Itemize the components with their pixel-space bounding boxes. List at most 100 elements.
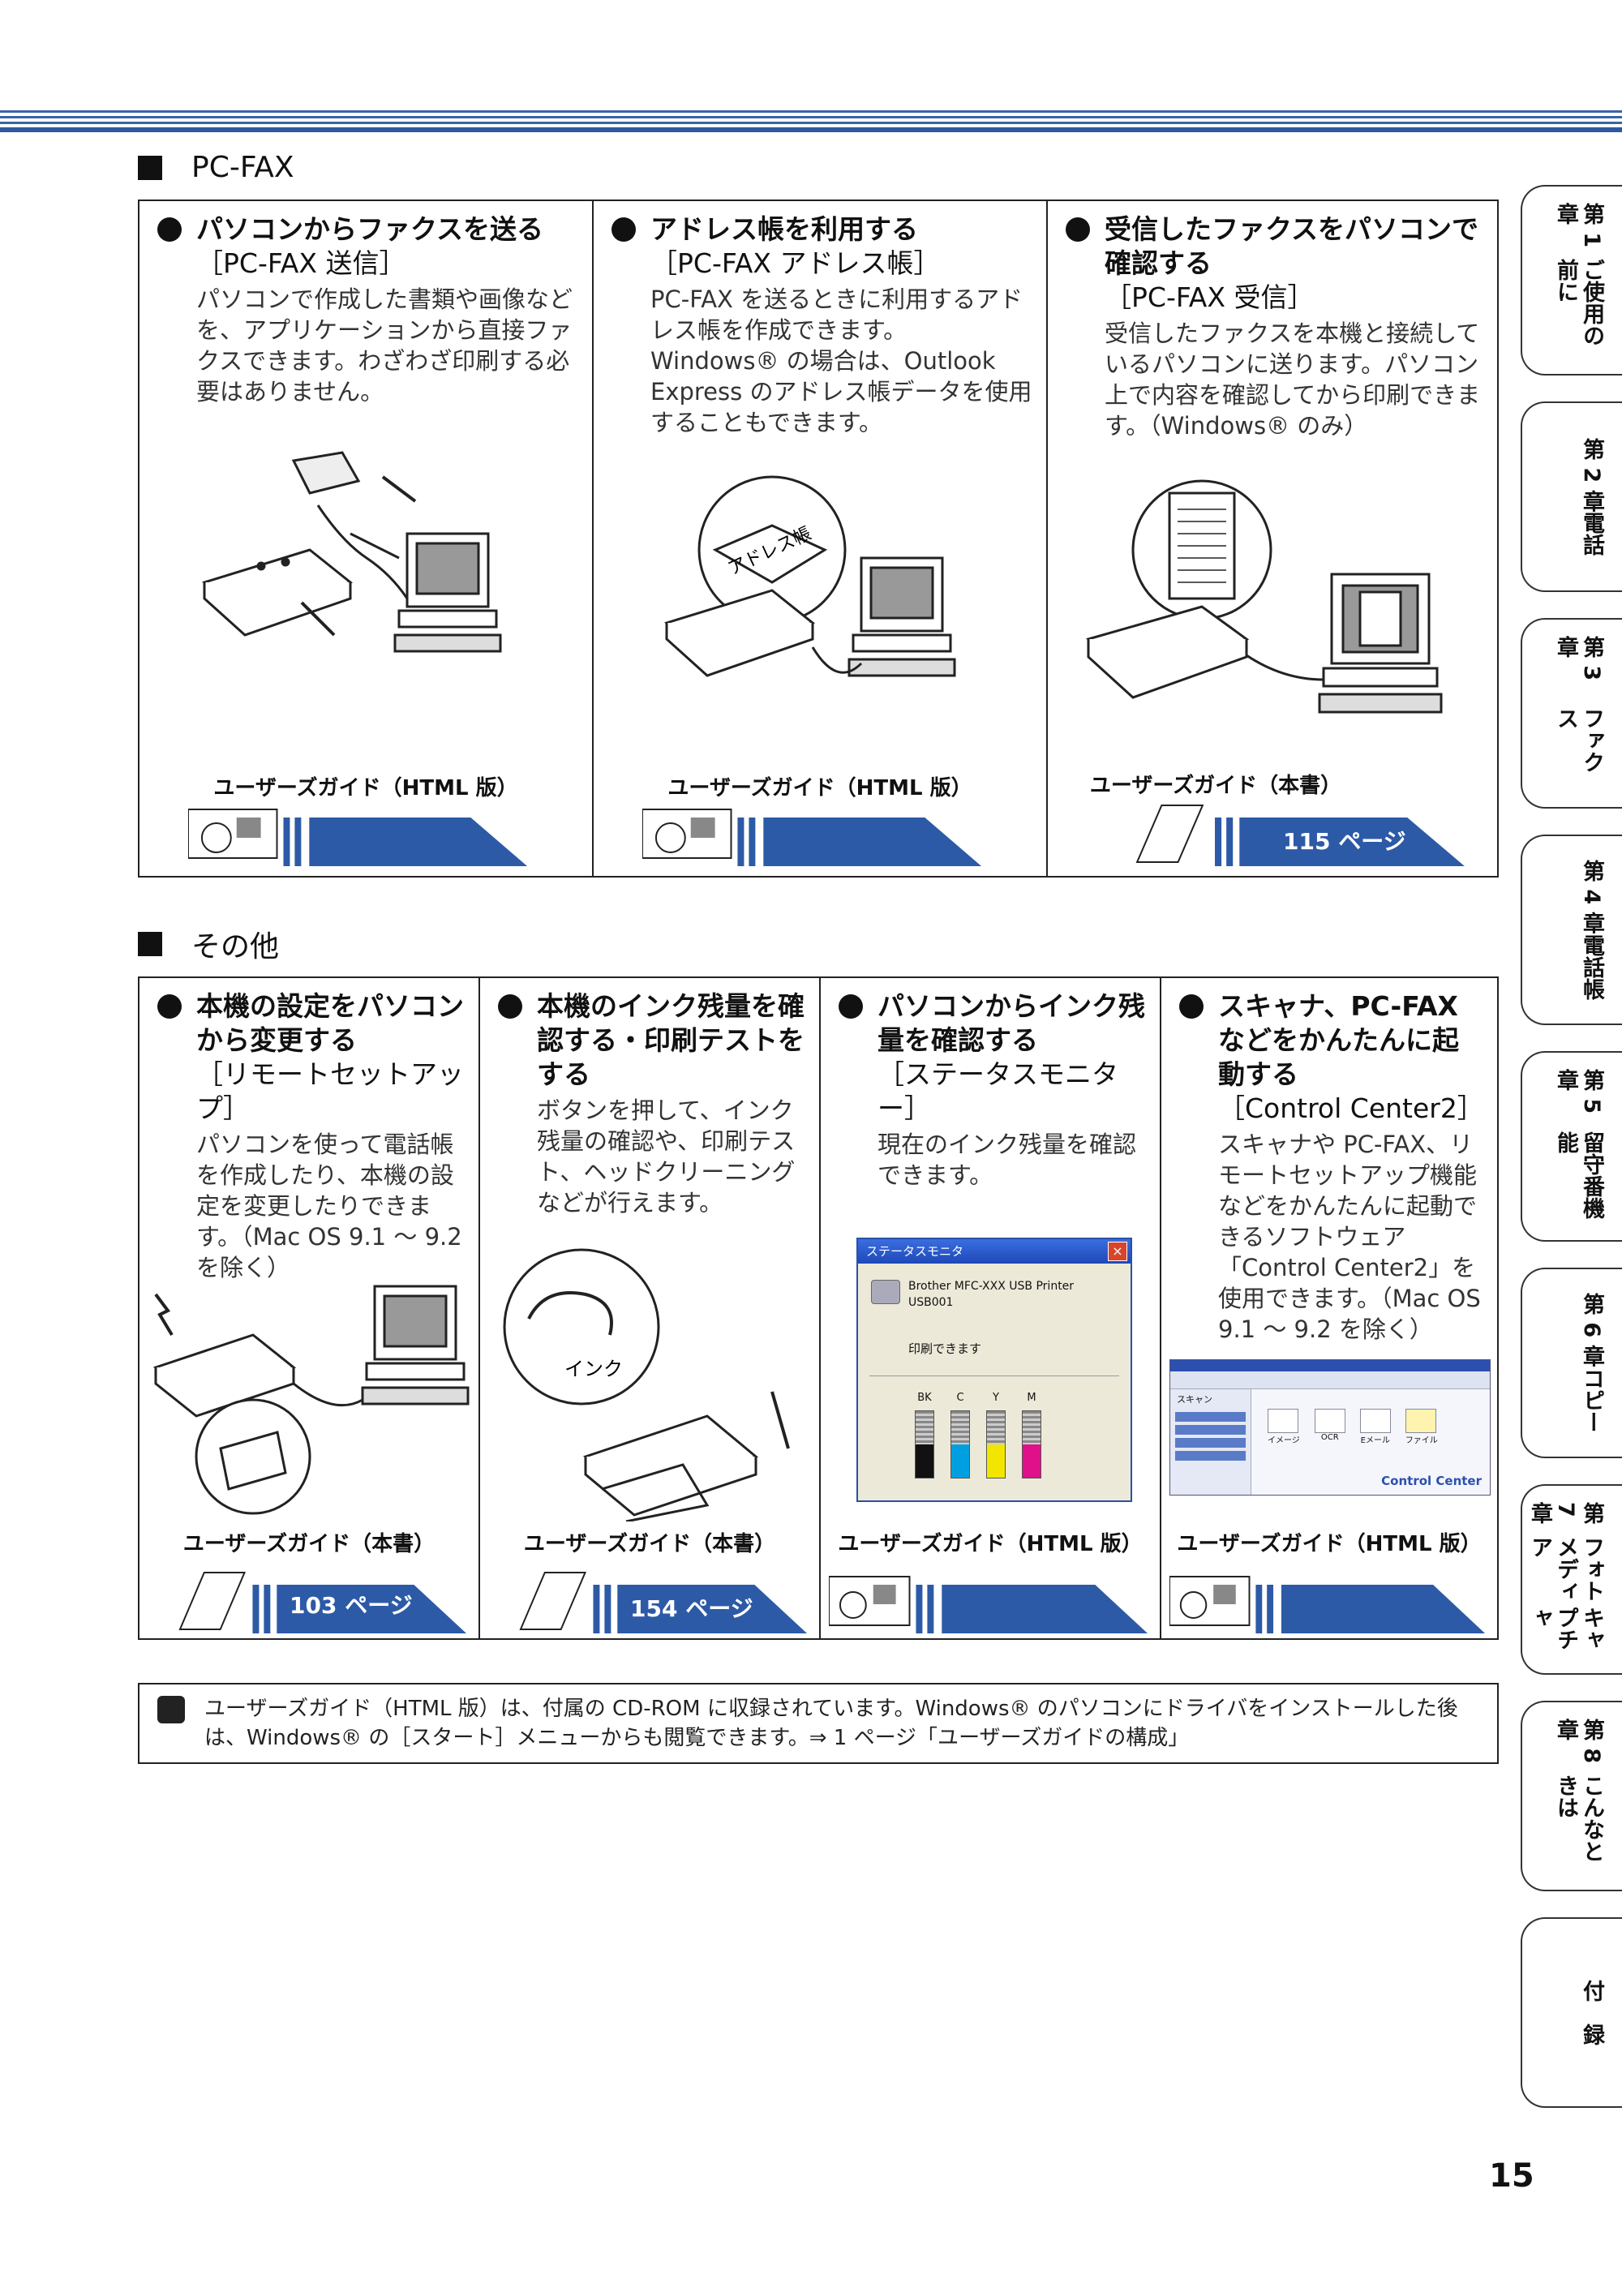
chapter-tab-label: 第 6 章コピー <box>1578 1285 1604 1440</box>
chapter-tab-text: 第 1 章 <box>1553 203 1604 248</box>
printer-port: USB001 <box>908 1296 954 1309</box>
feature-subtitle: ［リモートセットアップ］ <box>196 1058 464 1124</box>
scan-ocr-button[interactable]: OCR <box>1314 1409 1345 1445</box>
page-number: 15 <box>1489 2157 1534 2195</box>
chapter-tab-label: 第 3 章ファクス <box>1552 636 1604 791</box>
printer-status: 印刷できます <box>908 1341 982 1356</box>
guide-label: ユーザーズガイド（本書） <box>182 1532 436 1556</box>
folder-icon <box>1405 1409 1436 1433</box>
menu-item[interactable] <box>1175 1438 1246 1448</box>
section-title-text: PC-FAX <box>191 151 294 184</box>
section-title-text: その他 <box>191 930 280 963</box>
section-title-other: その他 <box>138 923 279 965</box>
feature-control-center: スキャナ、PC-FAX などをかんたんに起動する ［Control Center… <box>1161 978 1497 1638</box>
bullet-icon <box>839 994 863 1019</box>
guide-arrow <box>828 1569 1152 1633</box>
guide-arrow <box>642 801 998 866</box>
bullet-icon <box>1066 217 1090 242</box>
page-reference: 103 ページ <box>290 1592 413 1619</box>
chapter-tab-7[interactable]: 第 7 章フォトメディアキャプチャ <box>1521 1484 1622 1675</box>
feature-remote-setup: 本機の設定をパソコンから変更する ［リモートセットアップ］ パソコンを使って電話… <box>139 978 480 1638</box>
feature-pcfax-send: パソコンからファクスを送る ［PC-FAX 送信］ パソコンで作成した書類や画像… <box>139 201 594 876</box>
chapter-tab-label: 第 4 章電話帳 <box>1578 852 1604 1007</box>
feature-heading: パソコンからインク残量を確認する ［ステータスモニター］ 現在のインク残量を確認… <box>839 989 1147 1191</box>
feature-heading: パソコンからファクスを送る ［PC-FAX 送信］ パソコンで作成した書類や画像… <box>157 212 579 407</box>
guide-label: ユーザーズガイド（本書） <box>1089 774 1342 798</box>
guide-label: ユーザーズガイド（本書） <box>523 1532 776 1556</box>
ink-tube <box>1022 1410 1041 1478</box>
chapter-tab-2[interactable]: 第 2 章電話 <box>1521 401 1622 592</box>
chapter-tab-text: こんなときは <box>1553 1774 1604 1862</box>
guide-arrow <box>513 1569 811 1633</box>
feature-description: パソコンで作成した書類や画像などを、アプリケーションから直接ファクスできます。わ… <box>196 285 573 406</box>
feature-description: 受信したファクスを本機と接続しているパソコンに送ります。パソコン上で内容を確認し… <box>1105 320 1481 440</box>
page-reference: 115 ページ <box>1283 828 1406 855</box>
feature-heading: 受信したファクスをパソコンで確認する ［PC-FAX 受信］ 受信したファクスを… <box>1066 212 1484 441</box>
menu-item[interactable] <box>1175 1425 1246 1435</box>
guide-arrow <box>187 801 543 866</box>
feature-title: 受信したファクスをパソコンで確認する <box>1105 213 1479 279</box>
header-rule <box>0 110 1622 135</box>
scan-image-button[interactable]: イメージ <box>1268 1409 1300 1445</box>
ink-gauge: M <box>1022 1392 1041 1478</box>
chapter-tab-label: 付 録 <box>1578 1935 1604 2090</box>
menu-item[interactable] <box>1175 1451 1246 1461</box>
window-divider <box>869 1375 1119 1376</box>
ink-level-fill <box>951 1444 969 1478</box>
chapter-tab-text: 第 4 章 <box>1579 860 1604 934</box>
chapter-tab-text: キャプチャ <box>1527 1606 1604 1650</box>
bullet-icon <box>157 217 182 242</box>
pencil-icon <box>157 1696 185 1723</box>
scan-file-button[interactable]: ファイル <box>1405 1409 1438 1445</box>
pcfax-panel: パソコンからファクスを送る ［PC-FAX 送信］ パソコンで作成した書類や画像… <box>138 200 1499 878</box>
chapter-tab-text: フォトメディア <box>1527 1536 1604 1603</box>
other-panel: 本機の設定をパソコンから変更する ［リモートセットアップ］ パソコンを使って電話… <box>138 976 1499 1640</box>
chapter-tab-text: 留守番機能 <box>1553 1131 1604 1220</box>
feature-subtitle: ［PC-FAX 受信］ <box>1105 281 1315 313</box>
page-reference: 154 ページ <box>630 1595 753 1622</box>
ink-gauge: Y <box>986 1392 1006 1478</box>
guide-arrow <box>1129 801 1473 866</box>
button-label: Eメール <box>1360 1436 1390 1445</box>
chapter-tab-label: 第 1 章ご使用の前に <box>1552 203 1604 358</box>
menu-item[interactable] <box>1175 1412 1246 1422</box>
feature-description: スキャナや PC-FAX、リモートセットアップ機能などをかんたんに起動できるソフ… <box>1218 1131 1481 1343</box>
scan-email-button[interactable]: Eメール <box>1359 1409 1391 1445</box>
feature-title: スキャナ、PC-FAX などをかんたんに起動する <box>1218 990 1459 1090</box>
ink-level-fill <box>916 1444 933 1478</box>
section-marker <box>138 155 162 180</box>
chapter-tab-8[interactable]: 第 8 章こんなときは <box>1521 1701 1622 1891</box>
button-label: OCR <box>1320 1433 1339 1442</box>
chapter-tab-6[interactable]: 第 6 章コピー <box>1521 1268 1622 1458</box>
feature-title: 本機のインク残量を確認する・印刷テストをする <box>537 990 805 1090</box>
chapter-tab-text: ご使用の前に <box>1553 258 1604 346</box>
guide-label: ユーザーズガイド（HTML 版） <box>667 776 972 800</box>
chapter-tab-text: コピー <box>1579 1367 1604 1433</box>
feature-subtitle: ［PC-FAX 送信］ <box>196 247 406 279</box>
ink-tube <box>986 1410 1006 1478</box>
ink-label: M <box>1027 1392 1036 1404</box>
chapter-tab-text: 付 録 <box>1579 1980 1604 2045</box>
chapter-tab-4[interactable]: 第 4 章電話帳 <box>1521 835 1622 1025</box>
ink-gauge: C <box>950 1392 970 1478</box>
ink-gauge: BK <box>915 1392 934 1478</box>
feature-description: パソコンを使って電話帳を作成したり、本機の設定を変更したりできます。（Mac O… <box>196 1131 462 1281</box>
chapter-tab-1[interactable]: 第 1 章ご使用の前に <box>1521 185 1622 376</box>
chapter-tab-3[interactable]: 第 3 章ファクス <box>1521 618 1622 809</box>
feature-heading: アドレス帳を利用する ［PC-FAX アドレス帳］ PC-FAX を送るときに利… <box>611 212 1033 438</box>
menu-item-scan[interactable]: スキャン <box>1177 1394 1212 1405</box>
printer-name: Brother MFC-XXX USB Printer <box>908 1280 1075 1293</box>
feature-description: PC-FAX を送るときに利用するアドレス帳を作成できます。Windows® の… <box>650 285 1032 436</box>
remote-setup-illustration <box>152 1285 470 1515</box>
close-icon[interactable]: × <box>1108 1242 1127 1261</box>
chapter-tab-5[interactable]: 第 5 章留守番機能 <box>1521 1051 1622 1242</box>
feature-title: アドレス帳を利用する <box>650 213 918 245</box>
chapter-tab-9[interactable]: 付 録 <box>1521 1917 1622 2108</box>
chapter-tab-text: 第 8 章 <box>1553 1719 1604 1764</box>
feature-subtitle: ［PC-FAX アドレス帳］ <box>650 247 941 279</box>
feature-heading: 本機の設定をパソコンから変更する ［リモートセットアップ］ パソコンを使って電話… <box>157 989 466 1283</box>
printer-icon <box>871 1280 900 1304</box>
bullet-icon <box>498 994 522 1019</box>
window-toolbar <box>1170 1371 1490 1389</box>
